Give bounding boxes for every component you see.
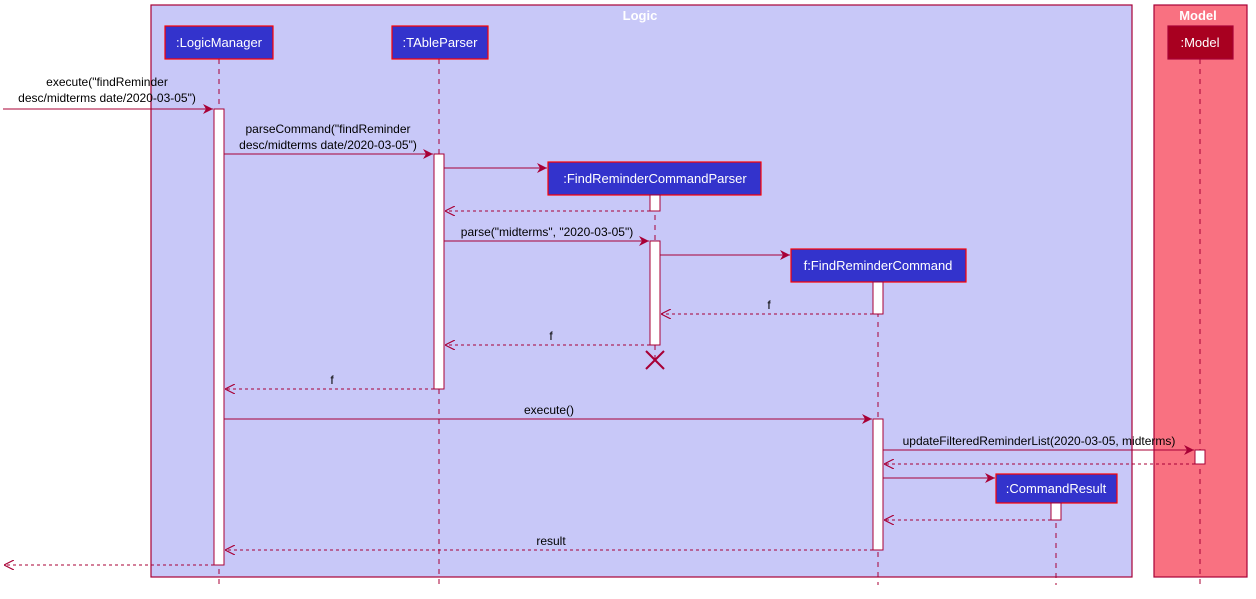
- message-execute-label: execute(): [524, 403, 574, 417]
- participant-logic-manager-label: :LogicManager: [176, 35, 263, 50]
- participant-logic-manager-box: [164, 25, 274, 60]
- message-execute-call-label-line2: desc/midterms date/2020-03-05"): [18, 91, 196, 105]
- return-f-parser-label: f: [549, 329, 553, 343]
- participant-table-parser-box: [391, 25, 489, 60]
- activation-logic-manager: [213, 108, 225, 566]
- message-parse-label: parse("midterms", "2020-03-05"): [461, 225, 633, 239]
- participant-model-label: :Model: [1180, 35, 1219, 50]
- activation-table-parser: [433, 153, 445, 390]
- destroy-marker: [645, 350, 665, 370]
- message-update-filtered-label: updateFilteredReminderList(2020-03-05, m…: [903, 434, 1176, 448]
- participant-model-box: [1167, 25, 1234, 60]
- message-parse-command-label-line2: desc/midterms date/2020-03-05"): [239, 138, 417, 152]
- participant-find-reminder-command-label: f:FindReminderCommand: [804, 258, 953, 273]
- activation-parser-parse: [649, 240, 661, 346]
- return-result-label: result: [536, 534, 566, 548]
- logic-group-title: Logic: [623, 8, 658, 23]
- message-parse-command-label-line1: parseCommand("findReminder: [246, 122, 411, 136]
- activation-find-command-constructor: [872, 281, 884, 315]
- logic-group-box: [150, 4, 1133, 578]
- participant-find-reminder-command-parser-label: :FindReminderCommandParser: [563, 171, 747, 186]
- return-f-command-label: f: [767, 298, 771, 312]
- activation-command-result: [1050, 502, 1062, 521]
- activation-model: [1194, 449, 1206, 465]
- participant-table-parser-label: :TAbleParser: [403, 35, 479, 50]
- activation-parser-constructor: [649, 194, 661, 212]
- activation-find-command-execute: [872, 418, 884, 551]
- participant-command-result-label: :CommandResult: [1006, 481, 1107, 496]
- model-group-title: Model: [1179, 8, 1217, 23]
- message-execute-call-label-line1: execute("findReminder: [46, 75, 168, 89]
- return-f-table-label: f: [330, 373, 334, 387]
